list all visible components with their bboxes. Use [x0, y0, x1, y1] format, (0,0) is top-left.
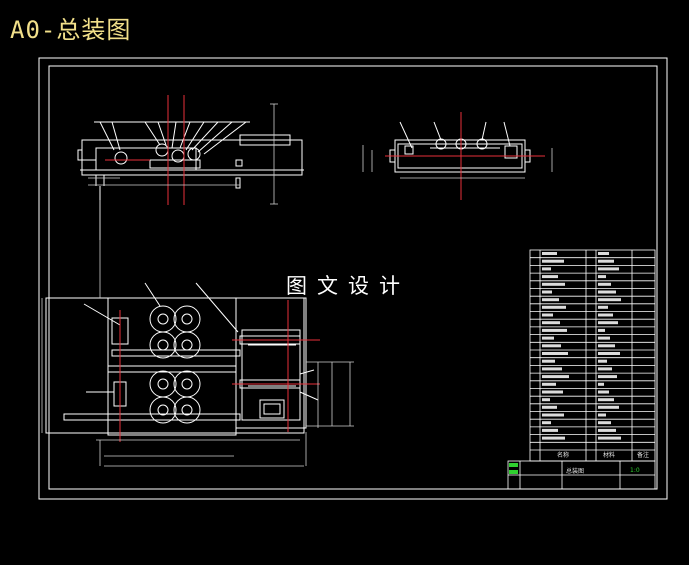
parts-entry-mark: [542, 375, 569, 379]
parts-entry-mark: [598, 305, 608, 309]
side-view-left-dims: [88, 103, 278, 205]
parts-entry-mark: [542, 390, 563, 394]
parts-list-table: [529, 249, 656, 462]
parts-entry-mark: [598, 359, 607, 363]
parts-entry-mark: [598, 428, 616, 432]
parts-entry-mark: [542, 359, 555, 363]
parts-entry-mark: [542, 436, 565, 440]
header-name: 名称: [557, 451, 569, 459]
parts-entry-mark: [542, 344, 561, 348]
drawing-name: 总装图: [566, 467, 584, 475]
parts-entry-mark: [598, 267, 619, 271]
parts-entry-mark: [542, 421, 551, 425]
parts-entry-mark: [542, 336, 554, 340]
front-view-right-centerlines: [385, 112, 545, 200]
plan-view-dims: [41, 200, 354, 467]
parts-entry-mark: [598, 421, 611, 425]
parts-entry-mark: [598, 290, 616, 294]
front-view-right-dims: [362, 145, 553, 179]
parts-entry-mark: [542, 428, 558, 432]
parts-entry-mark: [598, 405, 619, 409]
title-block: [507, 460, 656, 490]
parts-entry-mark: [598, 413, 606, 417]
front-view-right: [389, 121, 531, 173]
header-material: 材料: [603, 451, 615, 459]
parts-entry-mark: [542, 367, 562, 371]
side-view-left-centerlines: [105, 95, 185, 205]
parts-entry-mark: [542, 352, 568, 355]
parts-entry-mark: [598, 313, 613, 317]
outer-border: [38, 57, 668, 500]
parts-entry-mark: [598, 367, 612, 371]
header-notes: 备注: [637, 451, 649, 459]
parts-entry-mark: [598, 398, 614, 402]
parts-entry-mark: [598, 321, 618, 325]
parts-entry-mark: [542, 252, 557, 255]
watermark-text: 图文设计: [286, 274, 410, 298]
parts-entry-mark: [542, 275, 558, 279]
title-block-text: 名称 材料 备注 总装图 1:0: [557, 451, 649, 475]
parts-entry-mark: [542, 298, 559, 302]
parts-entry-mark: [598, 298, 621, 302]
parts-entry-mark: [598, 390, 609, 394]
parts-entry-mark: [598, 252, 609, 255]
parts-entry-mark: [598, 336, 610, 340]
parts-entry-mark: [598, 436, 621, 440]
sheet-title: A0-总装图: [10, 16, 132, 44]
parts-entry-mark: [542, 313, 553, 317]
parts-entry-mark: [598, 375, 617, 379]
inner-border: [48, 65, 658, 490]
parts-entry-mark: [598, 282, 611, 286]
parts-entry-mark: [542, 398, 550, 402]
parts-entry-mark: [542, 321, 560, 325]
parts-entry-mark: [542, 405, 557, 409]
drawing-scale: 1:0: [630, 467, 640, 474]
parts-entry-mark: [542, 413, 564, 417]
parts-entry-mark: [598, 382, 604, 386]
parts-entry-mark: [542, 259, 564, 263]
parts-entry-mark: [598, 344, 615, 348]
parts-entry-mark: [542, 305, 566, 309]
plan-view: [45, 282, 319, 436]
parts-entry-mark: [598, 328, 605, 332]
parts-entry-mark: [542, 282, 565, 286]
parts-entry-mark: [598, 352, 620, 355]
parts-entry-mark: [542, 290, 552, 294]
parts-entry-mark: [542, 382, 556, 386]
side-view-left: [77, 121, 304, 240]
parts-entry-mark: [542, 267, 551, 271]
plan-view-centerlines: [119, 300, 320, 442]
parts-entry-mark: [542, 328, 567, 332]
parts-entry-mark: [598, 259, 614, 263]
parts-entry-mark: [598, 275, 606, 279]
